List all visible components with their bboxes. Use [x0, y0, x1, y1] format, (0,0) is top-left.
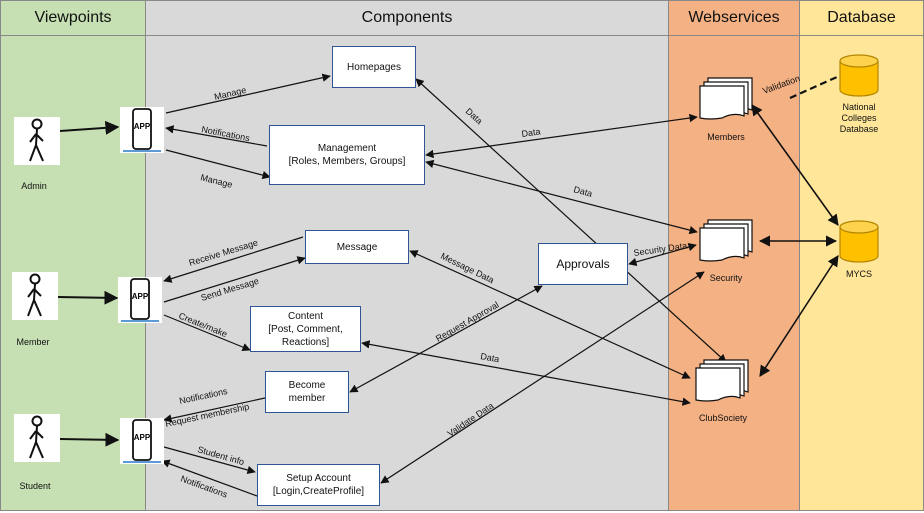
- setup-account-detail: [Login,CreateProfile]: [272, 486, 365, 497]
- lane-header-webservices: Webservices: [669, 1, 799, 36]
- lane-header-viewpoints: Viewpoints: [1, 1, 145, 36]
- lane-header-database: Database: [800, 1, 923, 36]
- message-label: Message: [336, 241, 378, 253]
- lane-header-components: Components: [146, 1, 668, 36]
- security-label: Security: [709, 273, 743, 283]
- content-detail-1: [Post, Comment,: [268, 323, 343, 335]
- clubsociety-document-icon: [694, 358, 750, 402]
- mycs-database-icon: [838, 220, 880, 264]
- become-member-line2: member: [288, 393, 326, 404]
- management-box: Management [Roles, Members, Groups]: [269, 125, 425, 185]
- member-app-phone-icon: APP: [118, 277, 162, 323]
- member-app-label: APP: [131, 292, 149, 301]
- become-member-line1: Become: [288, 380, 326, 391]
- message-box: Message: [305, 230, 409, 264]
- homepages-label: Homepages: [347, 61, 401, 73]
- admin-app-phone-icon: APP: [120, 107, 164, 153]
- national-database-line3: Database: [839, 124, 879, 134]
- management-detail: [Roles, Members, Groups]: [288, 156, 406, 167]
- national-database-line2: Colleges: [841, 113, 877, 123]
- national-database-line1: National: [842, 102, 876, 112]
- admin-actor-icon: [14, 117, 60, 165]
- admin-label: Admin: [21, 181, 47, 191]
- content-box: Content [Post, Comment, Reactions]: [250, 306, 361, 352]
- setup-account-box: Setup Account [Login,CreateProfile]: [257, 464, 380, 506]
- homepages-box: Homepages: [332, 46, 416, 88]
- member-actor-icon: [12, 272, 58, 320]
- approvals-label: Approvals: [556, 256, 610, 271]
- approvals-box: Approvals: [538, 243, 628, 285]
- student-label: Student: [19, 481, 51, 491]
- mycs-label: MYCS: [845, 269, 872, 279]
- members-label: Members: [707, 132, 745, 142]
- become-member-box: Become member: [265, 371, 349, 413]
- student-app-phone-icon: APP: [120, 418, 164, 464]
- student-app-label: APP: [133, 433, 151, 442]
- setup-account-title: Setup Account: [286, 473, 351, 484]
- content-detail-2: Reactions]: [281, 336, 330, 348]
- admin-app-label: APP: [133, 122, 151, 131]
- management-title: Management: [317, 143, 377, 154]
- members-document-icon: [698, 76, 754, 120]
- member-label: Member: [16, 337, 50, 347]
- national-database-label: National Colleges Database: [826, 102, 892, 135]
- national-database-icon: [838, 54, 880, 98]
- content-title: Content: [287, 310, 324, 322]
- student-actor-icon: [14, 414, 60, 462]
- security-document-icon: [698, 218, 754, 262]
- clubsociety-label: ClubSociety: [698, 413, 748, 423]
